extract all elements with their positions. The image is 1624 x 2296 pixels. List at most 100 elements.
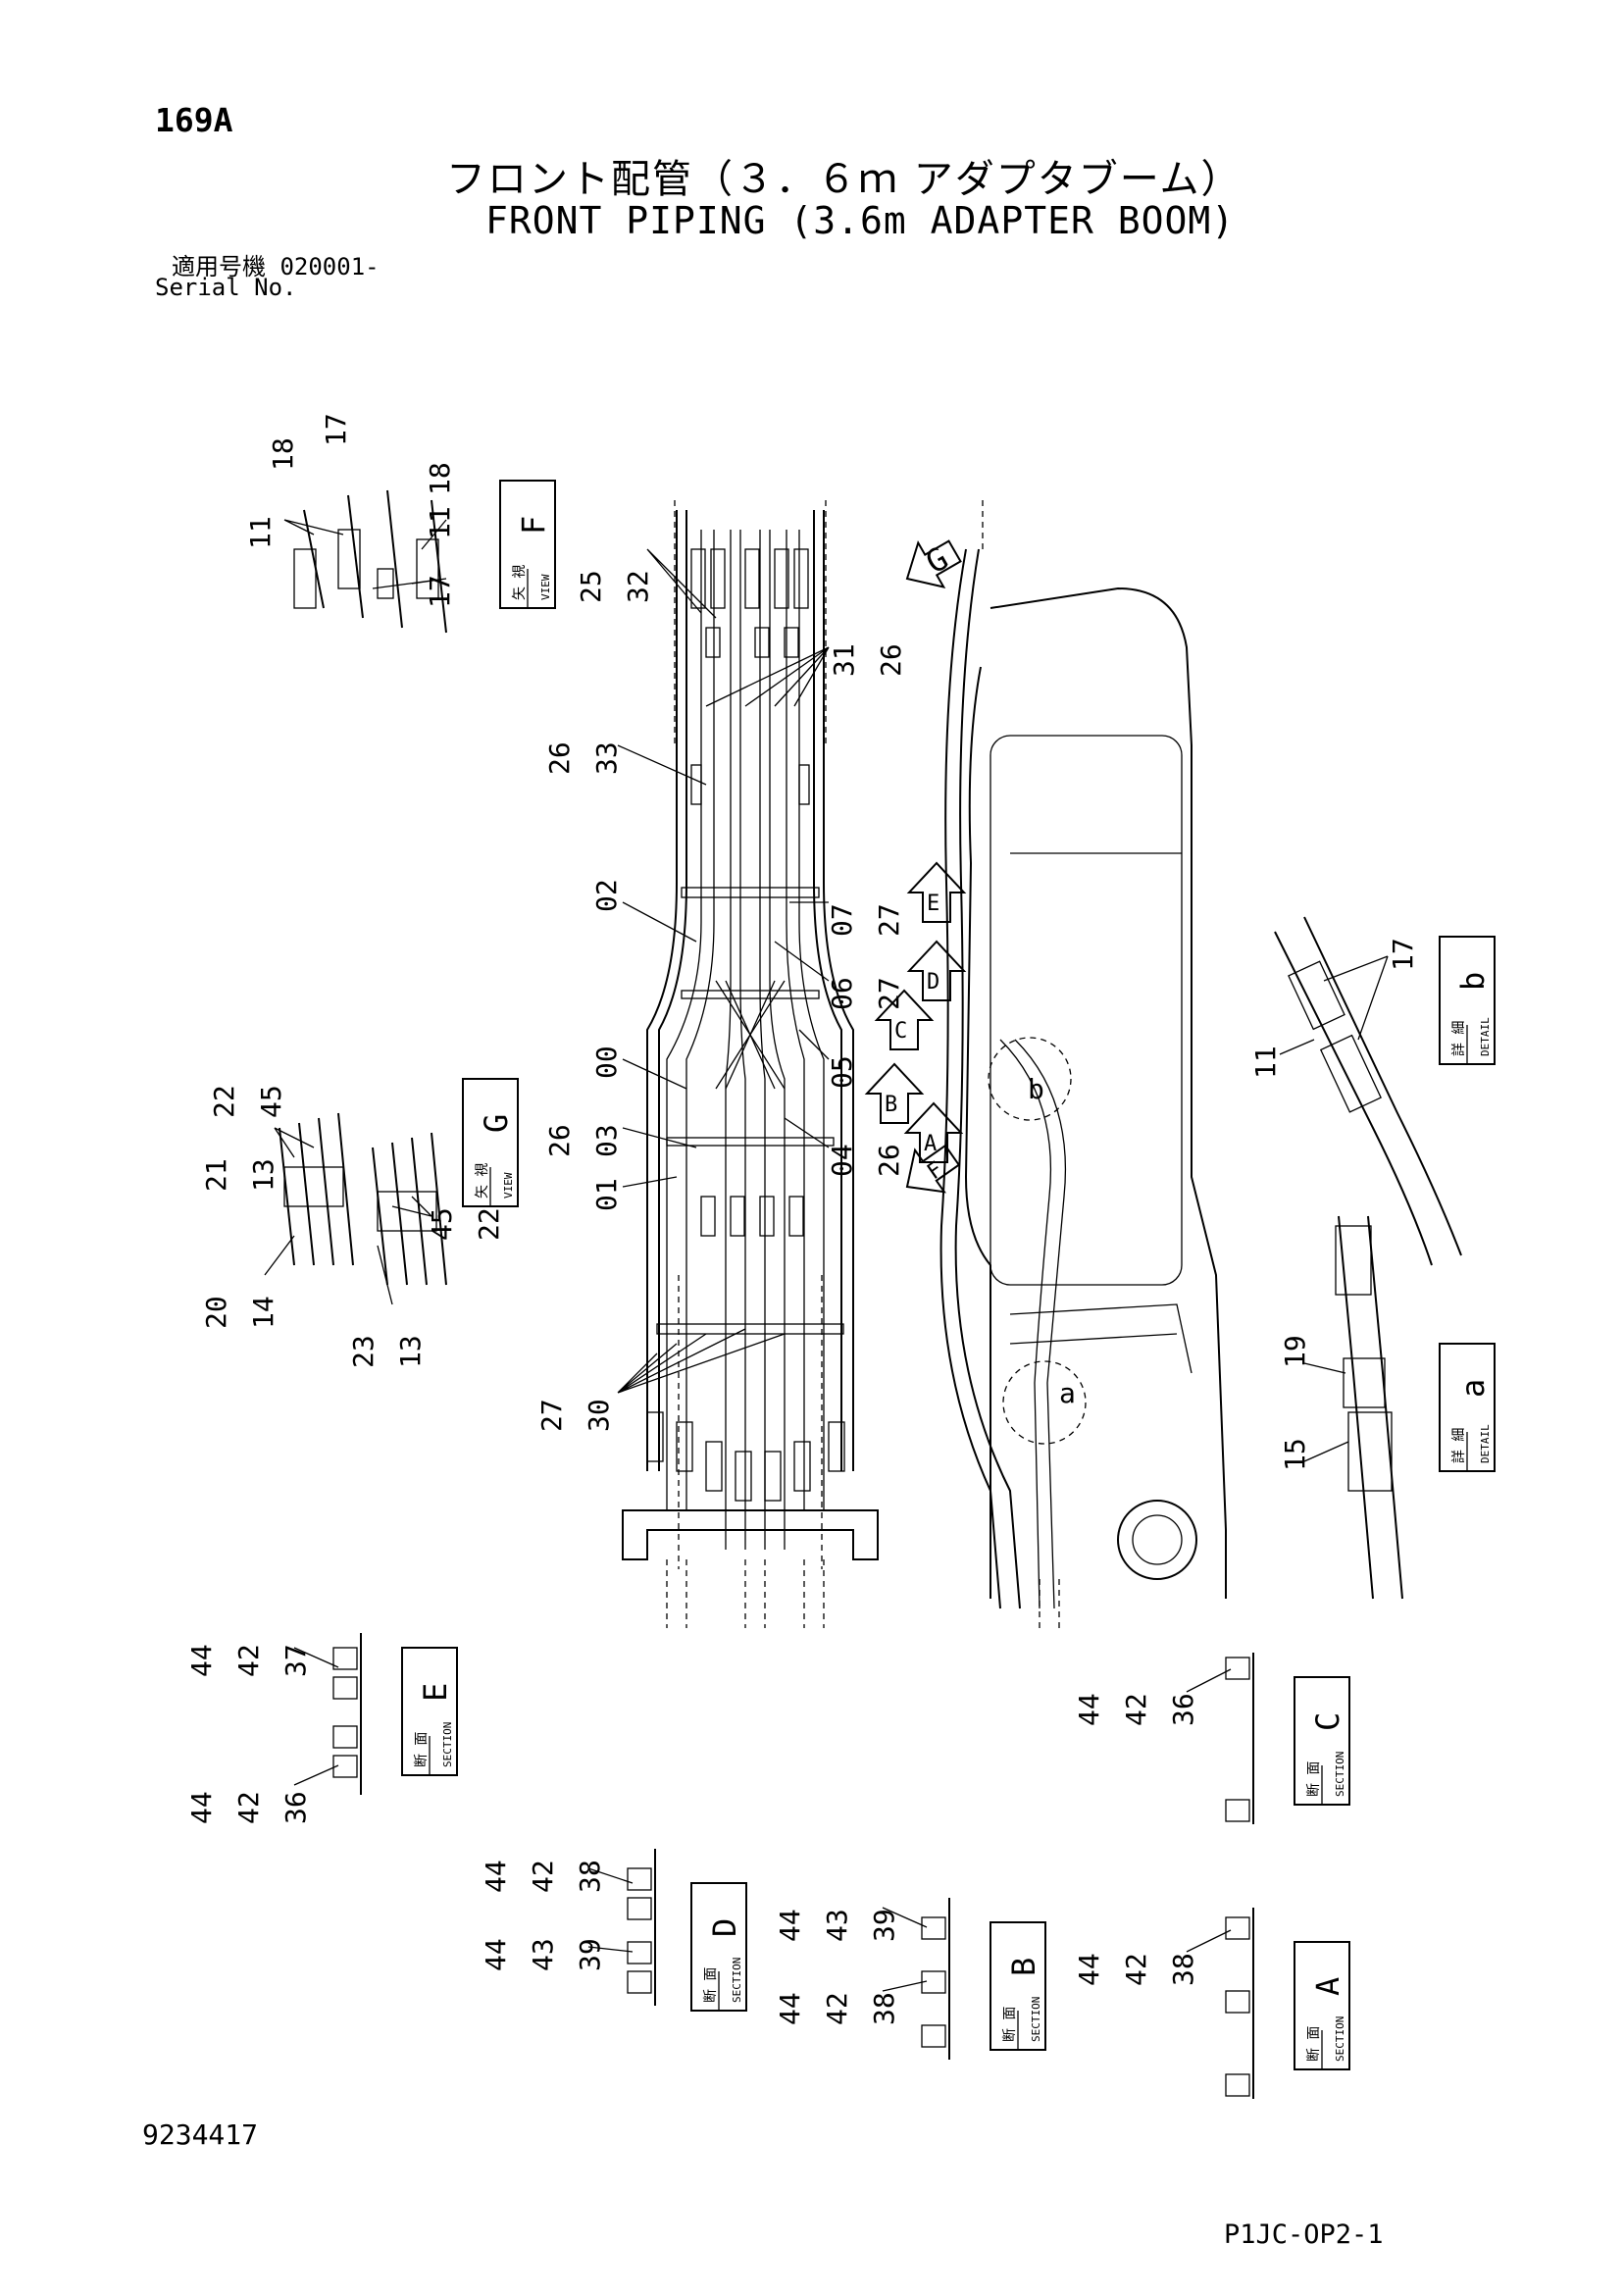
callout-03: 03 <box>590 1124 623 1157</box>
document-number: 9234417 <box>142 2118 259 2151</box>
callout-32: 32 <box>622 570 654 603</box>
view-f-box: F 矢 視 VIEW <box>499 480 556 609</box>
section-d-jp: 断 面 <box>703 1967 719 2003</box>
section-c-en: SECTION <box>1334 1752 1346 1797</box>
section-e-en: SECTION <box>441 1722 454 1767</box>
view-f-callout-18b: 18 <box>424 462 456 495</box>
section-d-callout-39: 39 <box>574 1938 606 1971</box>
section-e-callout-36: 36 <box>279 1791 312 1824</box>
view-f-callout-18a: 18 <box>267 437 299 471</box>
view-g-callout-23: 23 <box>347 1335 380 1368</box>
section-a-callout-38: 38 <box>1167 1953 1199 1986</box>
section-d-letter: D <box>706 1918 743 1937</box>
callout-07: 07 <box>826 903 858 937</box>
detail-circle-a-label: a <box>1059 1377 1076 1409</box>
section-c-callout-44: 44 <box>1073 1693 1105 1726</box>
view-g-callout-45b: 45 <box>426 1207 458 1241</box>
detail-a: 19 15 a 詳 細 DETAIL <box>1279 1215 1496 1600</box>
section-a-letter: A <box>1309 1977 1346 1996</box>
section-c: 44 42 36 C 断 面 SECTION <box>1073 1653 1350 1824</box>
section-e-letter: E <box>417 1683 454 1702</box>
section-a-callout-44: 44 <box>1073 1953 1105 1986</box>
section-arrow-c: C <box>894 1019 907 1044</box>
view-f-callout-11b: 11 <box>424 506 456 539</box>
callout-05: 05 <box>826 1055 858 1089</box>
view-f-callout-11a: 11 <box>244 516 277 549</box>
callout-04: 04 <box>826 1144 858 1177</box>
callout-01: 01 <box>590 1178 623 1211</box>
section-b-en: SECTION <box>1030 1997 1042 2042</box>
section-a-callout-42: 42 <box>1120 1953 1152 1986</box>
detail-b-jp: 詳 細 <box>1451 1021 1467 1056</box>
callout-26-top: 26 <box>875 643 907 677</box>
section-d: 44 42 38 44 43 39 D 断 面 SECTION <box>480 1849 747 2012</box>
view-g-callout-22a: 22 <box>208 1085 240 1118</box>
callout-27-low: 27 <box>535 1399 568 1432</box>
view-g-callout-22b: 22 <box>473 1207 505 1241</box>
view-f-jp: 矢 視 <box>512 565 528 600</box>
section-e-box: E 断 面 SECTION <box>401 1647 458 1776</box>
section-d-callout-38: 38 <box>574 1860 606 1893</box>
callout-26-r: 26 <box>873 1144 905 1177</box>
section-arrow-b: B <box>885 1093 897 1117</box>
section-d-en: SECTION <box>731 1958 743 2003</box>
view-f-en: VIEW <box>539 574 552 600</box>
detail-b-en: DETAIL <box>1479 1017 1492 1056</box>
view-g-callout-13b: 13 <box>394 1335 427 1368</box>
view-g-callout-14: 14 <box>247 1296 279 1329</box>
view-g-callout-13a: 13 <box>247 1158 279 1192</box>
view-g-callout-20: 20 <box>200 1296 232 1329</box>
section-e-callout-37: 37 <box>279 1644 312 1677</box>
detail-a-jp: 詳 細 <box>1451 1428 1467 1463</box>
detail-b-letter: b <box>1454 972 1492 991</box>
section-d-callout-44b: 44 <box>480 1938 512 1971</box>
callout-25: 25 <box>575 570 607 603</box>
detail-a-box: a 詳 細 DETAIL <box>1439 1343 1496 1472</box>
section-d-callout-43: 43 <box>527 1938 559 1971</box>
detail-b-box: b 詳 細 DETAIL <box>1439 936 1496 1065</box>
detail-a-callout-19: 19 <box>1279 1335 1311 1368</box>
section-e-callout-42b: 42 <box>232 1791 265 1824</box>
callout-33: 33 <box>590 741 623 775</box>
view-g-en: VIEW <box>502 1172 515 1199</box>
callout-27b: 27 <box>873 977 905 1010</box>
callout-26-mid: 26 <box>543 741 576 775</box>
section-b-jp: 断 面 <box>1002 2007 1018 2042</box>
section-e-callout-42a: 42 <box>232 1644 265 1677</box>
view-g: 22 45 21 13 45 22 20 14 23 13 G 矢 視 VIEW <box>200 1078 519 1368</box>
detail-circle-b-label: b <box>1028 1073 1044 1105</box>
detail-b-callout-17: 17 <box>1387 938 1419 971</box>
section-a-jp: 断 面 <box>1306 2026 1322 2062</box>
section-b-callout-44b: 44 <box>774 1992 806 2025</box>
section-e: 44 42 37 44 42 36 E 断 面 SECTION <box>185 1633 458 1824</box>
section-d-callout-44a: 44 <box>480 1860 512 1893</box>
callout-00: 00 <box>590 1046 623 1079</box>
main-callouts: 25 32 31 26 26 33 02 07 27 06 27 05 00 2… <box>535 548 907 1432</box>
section-c-letter: C <box>1309 1712 1346 1731</box>
detail-a-callout-15: 15 <box>1279 1438 1311 1471</box>
view-g-callout-21: 21 <box>200 1158 232 1192</box>
section-b-callout-39: 39 <box>868 1909 900 1942</box>
detail-b: 17 11 b 詳 細 DETAIL <box>1249 916 1496 1266</box>
section-arrow-g: G <box>920 539 955 582</box>
section-e-callout-44a: 44 <box>185 1644 218 1677</box>
section-c-callout-36: 36 <box>1167 1693 1199 1726</box>
section-e-callout-44b: 44 <box>185 1791 218 1824</box>
section-b-callout-44a: 44 <box>774 1909 806 1942</box>
callout-26-low: 26 <box>543 1124 576 1157</box>
section-c-jp: 断 面 <box>1306 1761 1322 1797</box>
title-japanese: フロント配管（３．６ｍ アダプタブーム） <box>446 157 1243 202</box>
section-b-callout-42: 42 <box>821 1992 853 2025</box>
callout-02: 02 <box>590 879 623 912</box>
section-b-letter: B <box>1005 1958 1042 1976</box>
view-g-jp: 矢 視 <box>475 1163 490 1199</box>
serial-label-en: Serial No. <box>155 274 297 301</box>
detail-a-letter: a <box>1454 1379 1492 1398</box>
section-c-callout-42: 42 <box>1120 1693 1152 1726</box>
view-f-letter: F <box>515 516 552 535</box>
section-arrow-a: A <box>924 1132 937 1156</box>
detail-b-callout-11: 11 <box>1249 1046 1282 1079</box>
title-english: FRONT PIPING (3.6m ADAPTER BOOM) <box>485 199 1236 242</box>
boom-side-view: b a <box>939 500 1227 1628</box>
